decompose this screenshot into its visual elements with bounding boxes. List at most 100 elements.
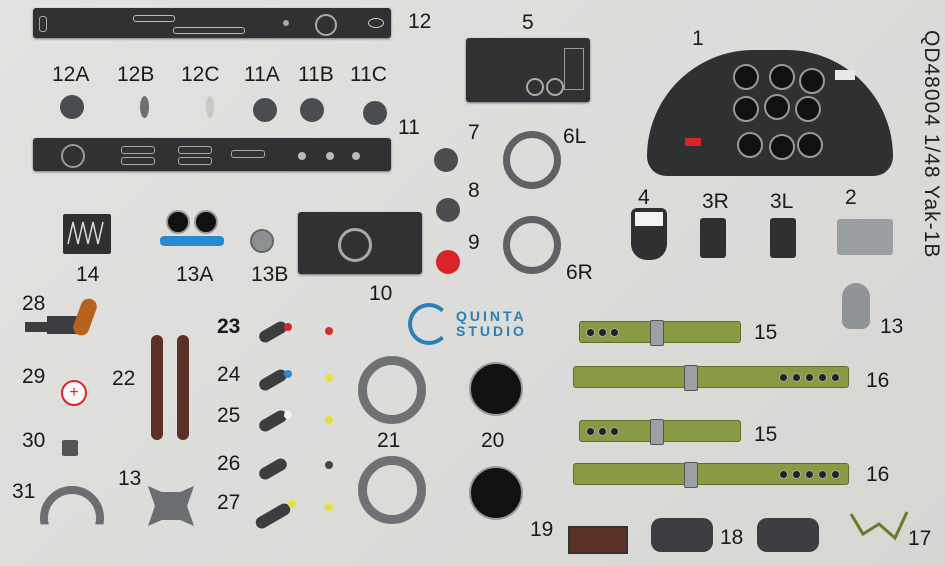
label-13b: 13B	[251, 263, 289, 286]
part-15-strap-top	[579, 320, 741, 346]
part-17-wire	[849, 508, 911, 544]
label-24: 24	[217, 363, 241, 386]
label-10: 10	[369, 282, 393, 305]
part-28-lever	[25, 296, 103, 338]
part-7-knob	[437, 151, 455, 169]
part-31-wheel	[40, 486, 104, 525]
part-29-badge: +	[61, 380, 87, 406]
label-15-bottom: 15	[754, 423, 778, 446]
part-23-red-dot	[284, 323, 292, 331]
part-27-dot	[325, 503, 333, 511]
logo-line-1: QUINTA	[456, 308, 527, 325]
part-11b-knob	[303, 101, 321, 119]
part-20-gauge-bottom	[469, 466, 523, 520]
part-14-panel	[63, 214, 111, 254]
part-6l-wheel	[503, 131, 561, 189]
part-21-ring-bottom	[358, 456, 426, 524]
label-21: 21	[377, 429, 401, 452]
part-16-strap-top	[573, 365, 849, 391]
label-4: 4	[638, 186, 650, 209]
label-3r: 3R	[702, 190, 729, 213]
label-15-top: 15	[754, 321, 778, 344]
logo-line-2: STUDIO	[456, 323, 527, 339]
part-19-box	[568, 526, 628, 554]
label-14: 14	[76, 263, 100, 286]
part-8-knob	[439, 201, 457, 219]
part-11-panel	[33, 138, 391, 171]
quinta-logo-icon	[408, 303, 450, 345]
label-18: 18	[720, 526, 744, 549]
label-12a: 12A	[52, 63, 90, 86]
label-11b: 11B	[298, 63, 334, 86]
part-12-panel	[33, 8, 391, 38]
part-11a-knob	[256, 101, 274, 119]
part-12b-lens	[140, 96, 149, 118]
label-19: 19	[530, 518, 554, 541]
part-2-box	[837, 219, 893, 255]
label-11c: 11C	[350, 63, 387, 86]
part-25-dot	[325, 416, 333, 424]
label-13-bottom: 13	[118, 467, 142, 490]
label-17: 17	[908, 527, 932, 550]
part-25-white-dot	[284, 411, 292, 419]
part-13-bracket	[842, 283, 870, 329]
label-30: 30	[22, 429, 46, 452]
label-8: 8	[468, 179, 480, 202]
label-20: 20	[481, 429, 505, 452]
quinta-studio-logo: QUINTA STUDIO	[408, 303, 527, 345]
part-26-dot	[325, 461, 333, 469]
part-24-dot	[325, 374, 333, 382]
label-29: 29	[22, 365, 46, 388]
label-13-right: 13	[880, 315, 904, 338]
label-23: 23	[217, 315, 241, 338]
label-1: 1	[692, 27, 704, 50]
part-13a-gauges	[160, 210, 226, 254]
part-11c-knob	[366, 104, 384, 122]
label-6r: 6R	[566, 261, 593, 284]
part-27-lever	[253, 501, 293, 531]
part-21-ring-top	[358, 356, 426, 424]
label-12c: 12C	[181, 63, 220, 86]
sheet-title: QD48004 1/48 Yak-1B	[920, 30, 943, 259]
part-13-bracket-bottom	[148, 486, 194, 526]
label-25: 25	[217, 404, 241, 427]
label-31: 31	[12, 480, 36, 503]
label-7: 7	[468, 121, 480, 144]
part-26-lever	[257, 456, 289, 482]
part-3l-switch	[770, 218, 796, 258]
part-1-instrument-panel	[647, 50, 893, 176]
label-22: 22	[112, 367, 136, 390]
label-5: 5	[522, 11, 534, 34]
label-9: 9	[468, 231, 480, 254]
label-6l: 6L	[563, 125, 587, 148]
label-16-top: 16	[866, 369, 890, 392]
part-3r-switch	[700, 218, 726, 258]
part-18-pad-left	[651, 518, 713, 552]
part-15-strap-bottom	[579, 419, 741, 445]
part-12a-knob	[63, 98, 81, 116]
part-22-rail-left	[151, 335, 163, 440]
part-23-lever	[257, 319, 289, 345]
label-26: 26	[217, 452, 241, 475]
label-11a: 11A	[244, 63, 280, 86]
label-3l: 3L	[770, 190, 794, 213]
label-11: 11	[398, 116, 420, 139]
label-16-bottom: 16	[866, 463, 890, 486]
part-22-rail-right	[177, 335, 189, 440]
part-6r-wheel	[503, 216, 561, 274]
label-2: 2	[845, 186, 857, 209]
part-30-box	[62, 440, 78, 456]
label-27: 27	[217, 491, 241, 514]
label-13a: 13A	[176, 263, 214, 286]
part-27-yellow-dot	[288, 500, 296, 508]
part-16-strap-bottom	[573, 462, 849, 488]
part-20-gauge-top	[469, 362, 523, 416]
part-10-panel	[298, 212, 422, 274]
part-5-panel	[466, 38, 590, 102]
label-12b: 12B	[117, 63, 155, 86]
part-13b-knob	[250, 229, 274, 253]
part-24-blue-dot	[284, 370, 292, 378]
label-28: 28	[22, 292, 46, 315]
part-18-pad-right	[757, 518, 819, 552]
